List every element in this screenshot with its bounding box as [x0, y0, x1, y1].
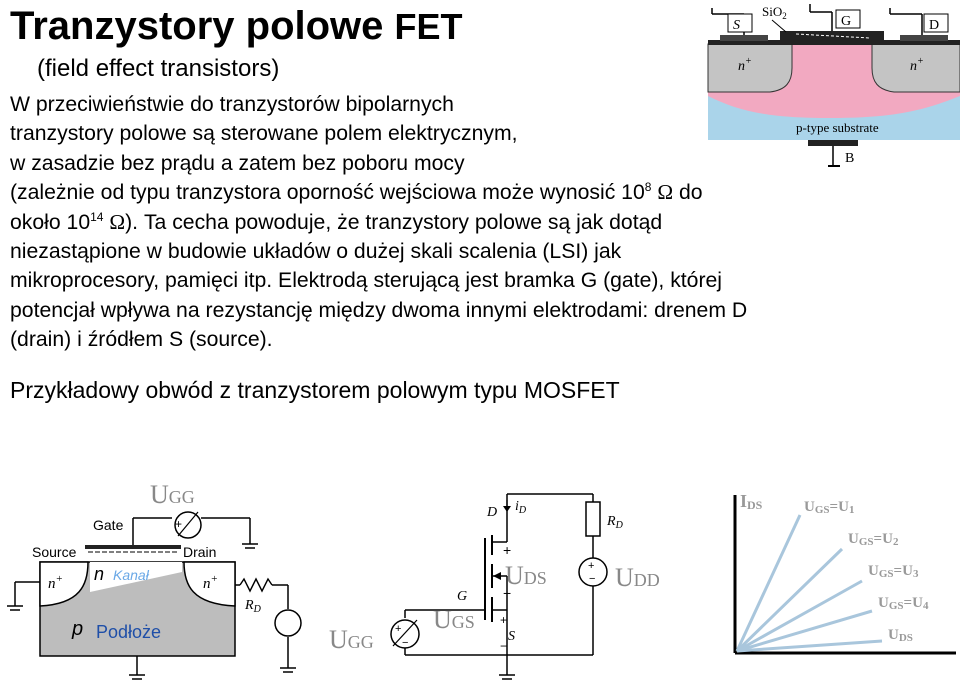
- paragraph-line: niezastąpione w budowie układów o dużej …: [10, 240, 622, 264]
- x-axis-label: UDS: [888, 627, 913, 644]
- characteristic-line-1: [735, 514, 802, 652]
- substrate-label: p-type substrate: [796, 120, 879, 135]
- mosfet-circuit-diagram: D iD RD + − UDD + UDS − G UGS + − S + − …: [329, 493, 660, 680]
- gate-label: G: [841, 14, 851, 29]
- n-region-label: n: [94, 564, 104, 584]
- characteristic-line-5: [736, 639, 883, 653]
- curve-label-1: UGS=U1: [804, 499, 854, 516]
- svg-text:+: +: [500, 613, 507, 627]
- gate-node-label: G: [457, 589, 467, 604]
- curve-label-2: UGS=U2: [848, 531, 899, 548]
- curve-label-4: UGS=U4: [878, 595, 929, 612]
- svg-text:+: +: [395, 623, 401, 635]
- physical-mosfet-diagram: UGG Gate + Source Drain n Kanał n+ n+ p …: [7, 480, 302, 680]
- rd-label: RD: [244, 598, 262, 615]
- kanal-label: Kanał: [113, 567, 150, 583]
- source-node-label: S: [508, 629, 515, 644]
- paragraph-line: (zależnie od typu tranzystora oporność w…: [10, 180, 703, 205]
- body-label: B: [845, 151, 854, 166]
- n-plus-left: n+: [738, 56, 752, 74]
- sio2-label: SiO2: [762, 4, 787, 21]
- curve-label-3: UGS=U3: [868, 563, 919, 580]
- source-text: Source: [32, 544, 77, 560]
- mosfet-structure-diagram: S SiO2 G D n+ n+ p-type substrate B: [707, 4, 960, 167]
- n-plus-right: n+: [910, 56, 924, 74]
- ugg-label: UGG: [150, 480, 195, 509]
- paragraph-line: potencjał wpływa na rezystancję między d…: [10, 298, 748, 322]
- source-label: S: [733, 18, 740, 33]
- drain-source-icon: [274, 609, 302, 637]
- drain-text: Drain: [183, 544, 216, 560]
- characteristic-line-3: [736, 579, 863, 653]
- ugg-circuit-label: UGG: [329, 625, 374, 654]
- svg-text:−: −: [500, 639, 507, 653]
- gate-text: Gate: [93, 517, 124, 533]
- udd-label: UDD: [615, 563, 660, 592]
- n-plus-right-label: n+: [203, 573, 218, 592]
- podloze-label: Podłoże: [96, 622, 161, 642]
- paragraph-line: w zasadzie bez prądu a zatem bez poboru …: [10, 151, 465, 175]
- paragraph-line: (drain) i źródłem S (source).: [10, 328, 273, 352]
- ugs-label: UGS: [433, 605, 475, 634]
- n-plus-left-label: n+: [48, 573, 63, 592]
- svg-text:−: −: [589, 573, 595, 585]
- circuit-rd-label: RD: [606, 514, 624, 531]
- body-paragraph: W przeciwieństwie do tranzystorów bipola…: [10, 90, 955, 355]
- characteristic-line-2: [735, 547, 844, 653]
- uds-label: UDS: [505, 561, 547, 590]
- paragraph-line: około 1014 Ω). Ta cecha powoduje, że tra…: [10, 209, 663, 234]
- drain-node-label: D: [486, 505, 497, 520]
- output-characteristic-plot: IDS UGS=U1 UGS=U2 UGS=U3 UGS=U4 UDS: [733, 491, 956, 655]
- paragraph-line: W przeciwieństwie do tranzystorów bipola…: [10, 93, 454, 116]
- characteristic-line-4: [736, 609, 873, 653]
- page-subtitle: (field effect transistors): [37, 55, 280, 82]
- svg-text:+: +: [588, 560, 594, 572]
- drain-current-label: iD: [515, 499, 527, 516]
- rd-resistor-icon: [585, 501, 601, 537]
- y-axis-label: IDS: [740, 491, 763, 512]
- paragraph-line: tranzystory polowe są sterowane polem el…: [10, 122, 518, 146]
- paragraph-line: mikroprocesory, pamięci itp. Elektrodą s…: [10, 269, 723, 293]
- p-region-label: p: [71, 618, 83, 640]
- svg-text:−: −: [402, 637, 408, 649]
- svg-text:−: −: [503, 585, 511, 601]
- drain-label: D: [929, 18, 939, 33]
- curve-group: [735, 514, 883, 653]
- svg-text:+: +: [503, 542, 511, 558]
- svg-text:+: +: [175, 517, 182, 531]
- page-title: Tranzystory polowe FET: [10, 4, 463, 48]
- example-caption: Przykładowy obwód z tranzystorem polowym…: [10, 377, 620, 403]
